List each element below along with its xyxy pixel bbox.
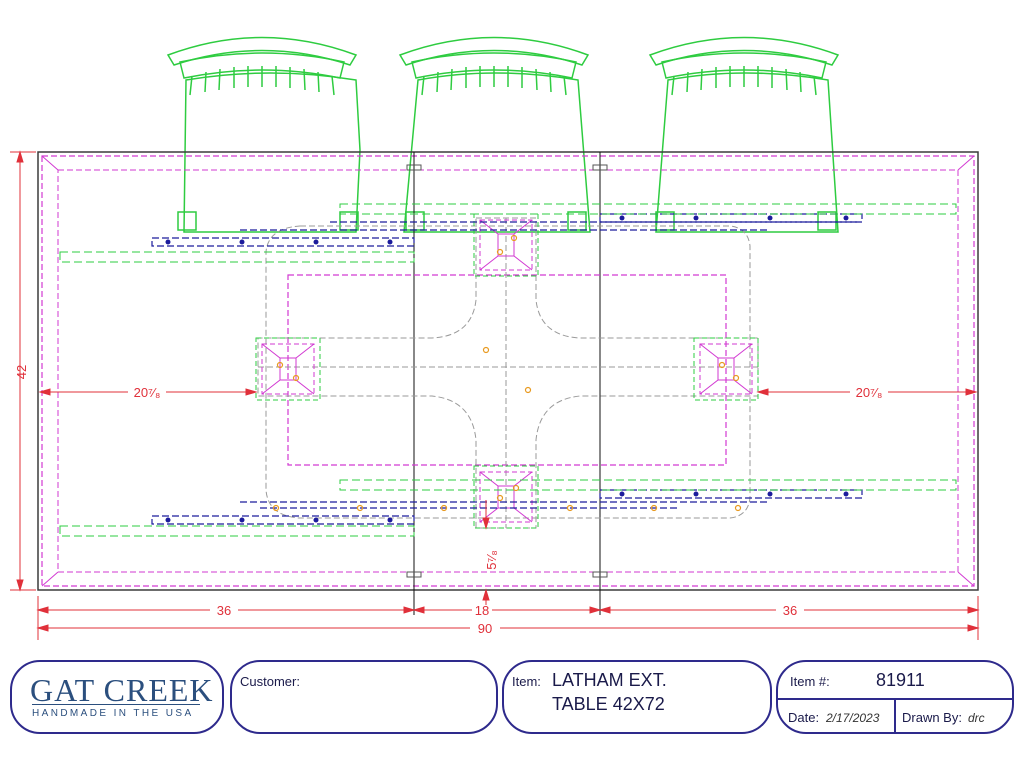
table-top — [37, 151, 979, 591]
dim-seg-mid: 18 — [475, 603, 489, 618]
dim-seg-right: 36 — [783, 603, 797, 618]
dim-seg-left: 36 — [217, 603, 231, 618]
screw-holes — [272, 234, 742, 512]
company-logo: GAT CREEK — [30, 672, 214, 708]
date-label: Date: — [788, 710, 820, 725]
customer-label: Customer: — [240, 674, 300, 689]
item-name-line1: LATHAM EXT. — [552, 670, 667, 690]
leaf-lines — [406, 152, 608, 615]
item-number-value: 81911 — [876, 670, 925, 690]
rails — [59, 203, 957, 537]
apron — [287, 274, 727, 466]
slides — [151, 213, 863, 525]
customer-box — [230, 660, 498, 734]
base-outline — [257, 217, 759, 529]
drawn-by-value: drc — [968, 711, 985, 725]
date-value: 2/17/2023 — [826, 711, 880, 725]
logo-box — [10, 660, 224, 734]
dim-apron-offset: 5⁷⁄₈ — [484, 550, 499, 570]
logo-rule — [32, 704, 200, 705]
chair-right — [648, 36, 840, 233]
dim-overall: 90 — [478, 621, 492, 636]
chair-middle — [398, 36, 591, 233]
dim-left-overhang: 20⁷⁄₈ — [134, 385, 161, 400]
item-label: Item: — [512, 674, 541, 689]
chairs — [166, 36, 840, 233]
chair-left — [166, 36, 361, 233]
company-tagline: HANDMADE IN THE USA — [32, 708, 194, 719]
dim-width-42: 42 — [14, 365, 29, 379]
dim-right-overhang: 20⁷⁄₈ — [856, 385, 883, 400]
item-box — [502, 660, 772, 734]
drawn-by-label: Drawn By: — [902, 710, 962, 725]
slide-fasteners — [165, 215, 849, 523]
item-name-line2: TABLE 42X72 — [552, 694, 665, 714]
item-number-label: Item #: — [790, 674, 830, 689]
info-divider-v — [894, 699, 896, 734]
leg-posts — [255, 213, 759, 529]
dimension-lines — [10, 150, 980, 640]
